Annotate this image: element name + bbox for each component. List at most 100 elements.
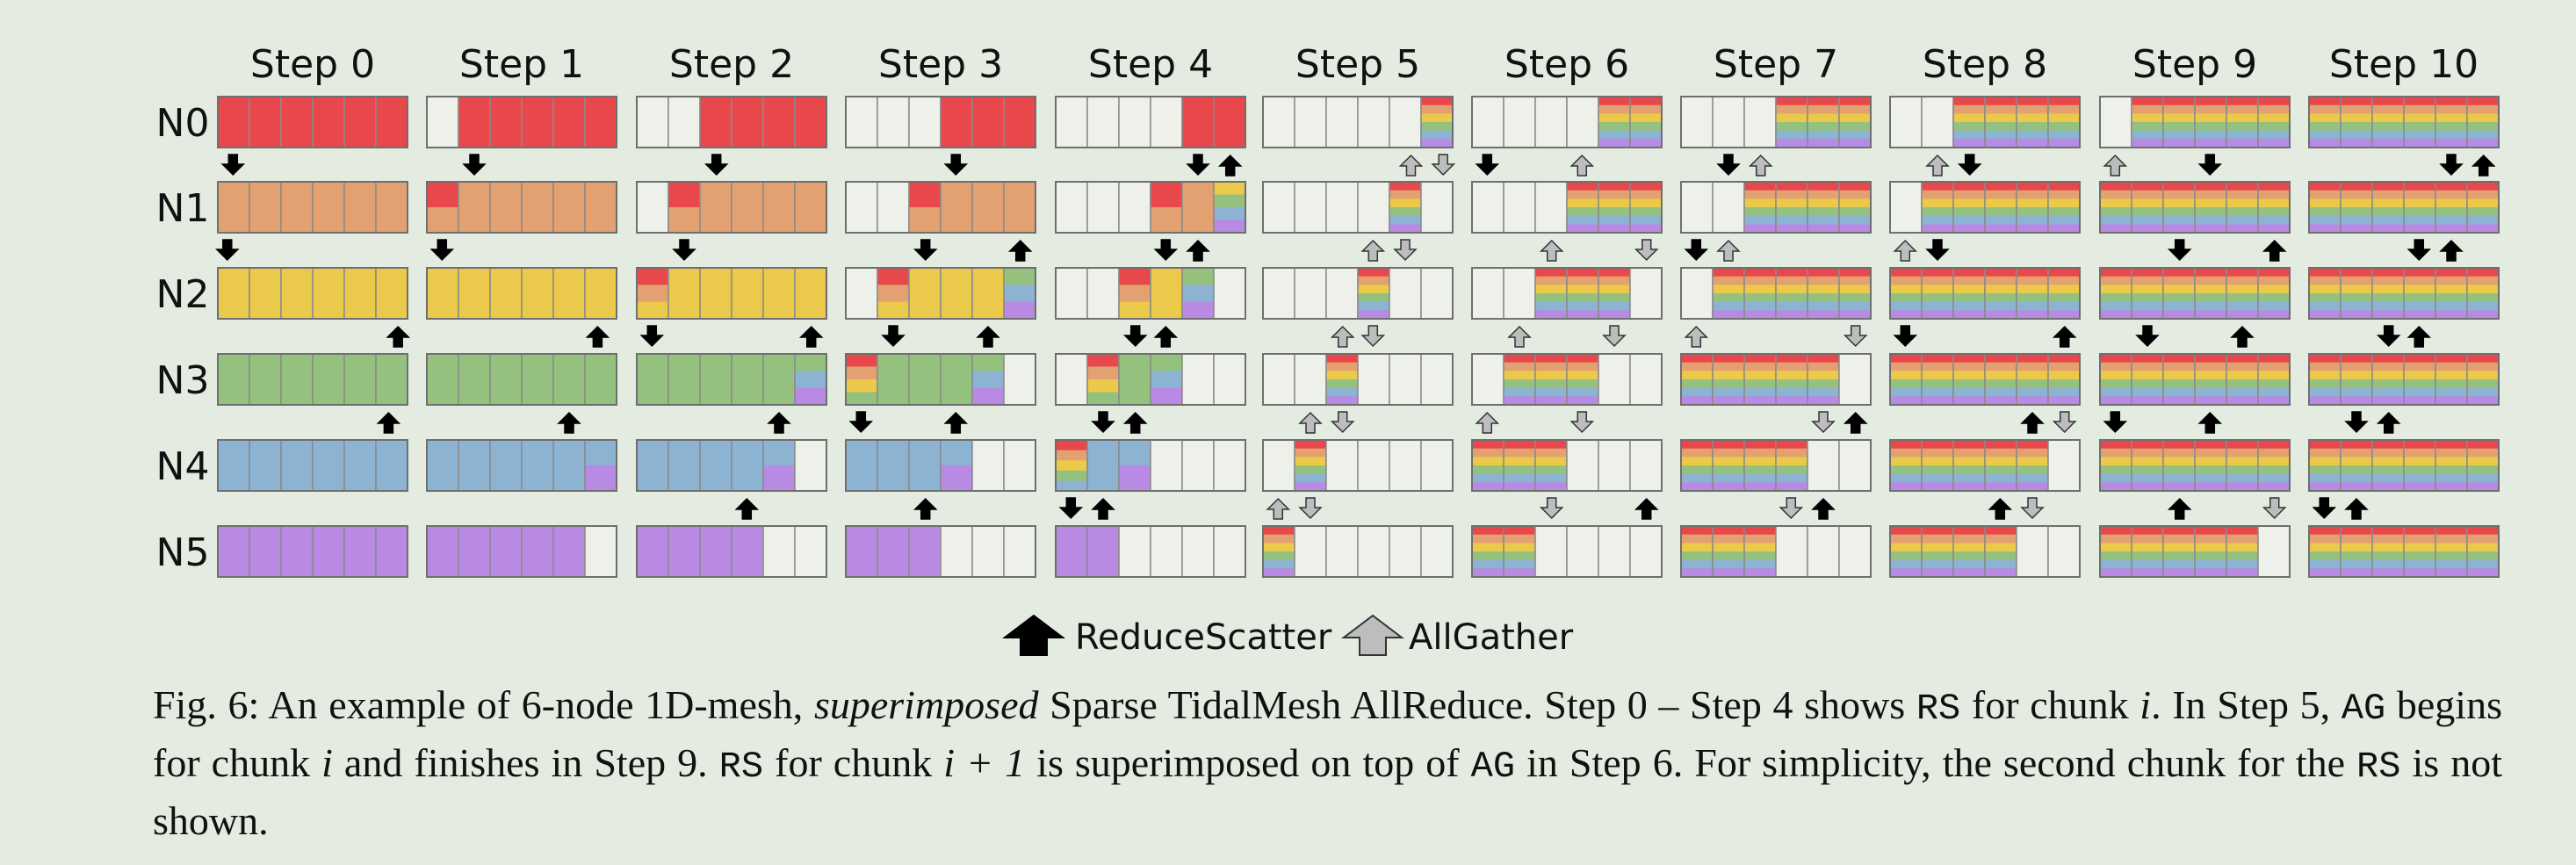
chunk-layer [763,440,795,466]
chunk-layer [2226,354,2258,364]
chunk-layer [1890,448,1922,458]
chunk-layer [2258,440,2290,450]
buffer-cell [2403,439,2436,492]
node-buffer [1262,525,1454,578]
buffer-cell [1566,181,1599,234]
buffer-cell [217,96,250,148]
buffer-cell [1181,525,1215,578]
buffer-cell [794,353,827,406]
chunk-layer [1808,387,1839,397]
buffer-cell [762,96,796,148]
buffer-cell [731,267,764,320]
chunk-layer [1890,276,1922,285]
chunk-layer [1922,224,1953,234]
buffer-cell [1471,439,1504,492]
buffer-cell [2435,96,2468,148]
chunk-layer [2258,182,2290,191]
chunk-layer [2132,379,2163,389]
chunk-layer [1358,310,1389,320]
chunk-layer [1839,285,1871,294]
chunk-layer [1953,207,1985,217]
chunk-layer [2195,568,2226,578]
buffer-cell [1150,525,1183,578]
chunk-layer [1985,465,2017,475]
reduce-scatter-arrow-icon [2376,411,2401,434]
chunk-layer [1598,105,1630,114]
all-gather-arrow-icon [1602,325,1627,348]
chunk-layer [1504,551,1535,561]
chunk-layer [2341,396,2372,406]
buffer-cell [2257,96,2291,148]
chunk-layer [2100,198,2132,208]
buffer-cell [1534,439,1568,492]
chunk-layer [2132,534,2163,544]
buffer-cell [1807,439,1840,492]
chunk-layer [2226,310,2258,320]
chunk-layer [2195,310,2226,320]
chunk-layer [1504,396,1535,406]
step-label: Step 0 [250,42,375,87]
buffer-cell [2099,353,2132,406]
chunk-layer [2372,387,2404,397]
buffer-cell [1712,96,1745,148]
node-buffer [1262,353,1454,406]
chunk-layer [1598,293,1630,303]
chunk-layer [2372,113,2404,123]
chunk-layer [1151,182,1182,208]
chunk-layer [2372,473,2404,483]
chunk-layer [1326,396,1358,406]
buffer-cell [458,439,491,492]
chunk-layer [1922,482,1953,492]
chunk-layer [2341,559,2372,569]
buffer-cell [2340,353,2373,406]
reduce-scatter-arrow-icon [2406,325,2432,348]
chunk-layer [1713,293,1744,303]
chunk-layer [1713,276,1744,285]
chunk-layer [1504,568,1535,578]
buffer-cell [2016,525,2049,578]
chunk-layer [1119,301,1151,320]
chunk-layer [1985,207,2017,217]
chunk-layer [1713,310,1744,320]
buffer-cell [2435,525,2468,578]
node-buffer [1055,267,1246,320]
buffer-cell [2308,353,2341,406]
buffer-cell [1086,96,1120,148]
caption-text: for chunk [763,740,944,785]
chunk-layer [2435,396,2467,406]
chunk-layer [1839,215,1871,225]
chunk-layer [877,301,909,320]
chunk-layer [2258,465,2290,475]
chunk-layer [2341,473,2372,483]
chunk-layer [2435,371,2467,380]
buffer-cell [2194,525,2227,578]
reduce-scatter-arrow-icon [585,325,610,348]
chunk-layer [2132,207,2163,217]
chunk-layer [2372,568,2404,578]
chunk-layer [2195,534,2226,544]
chunk-layer [2258,139,2290,148]
buffer-cell [1357,267,1390,320]
buffer-cell [1629,353,1663,406]
chunk-layer [1535,448,1567,458]
chunk-layer [1472,526,1504,536]
buffer-cell [1213,267,1246,320]
chunk-layer [2372,465,2404,475]
node-buffer [1262,267,1454,320]
buffer-cell [1984,181,2017,234]
chunk-layer [1985,310,2017,320]
chunk-layer [637,285,668,303]
chunk-layer [1922,354,1953,364]
node-buffer [1889,439,2081,492]
chunk-layer [2372,268,2404,278]
chunk-layer [1713,301,1744,311]
buffer-cell [971,96,1005,148]
chunk-layer [1890,268,1922,278]
buffer-cell [1775,439,1808,492]
chunk-layer [2163,276,2195,285]
chunk-layer [1744,215,1776,225]
chunk-layer [2132,301,2163,311]
buffer-cell [426,525,459,578]
chunk-layer [1681,534,1713,544]
reduce-scatter-arrow-icon [1058,497,1084,520]
